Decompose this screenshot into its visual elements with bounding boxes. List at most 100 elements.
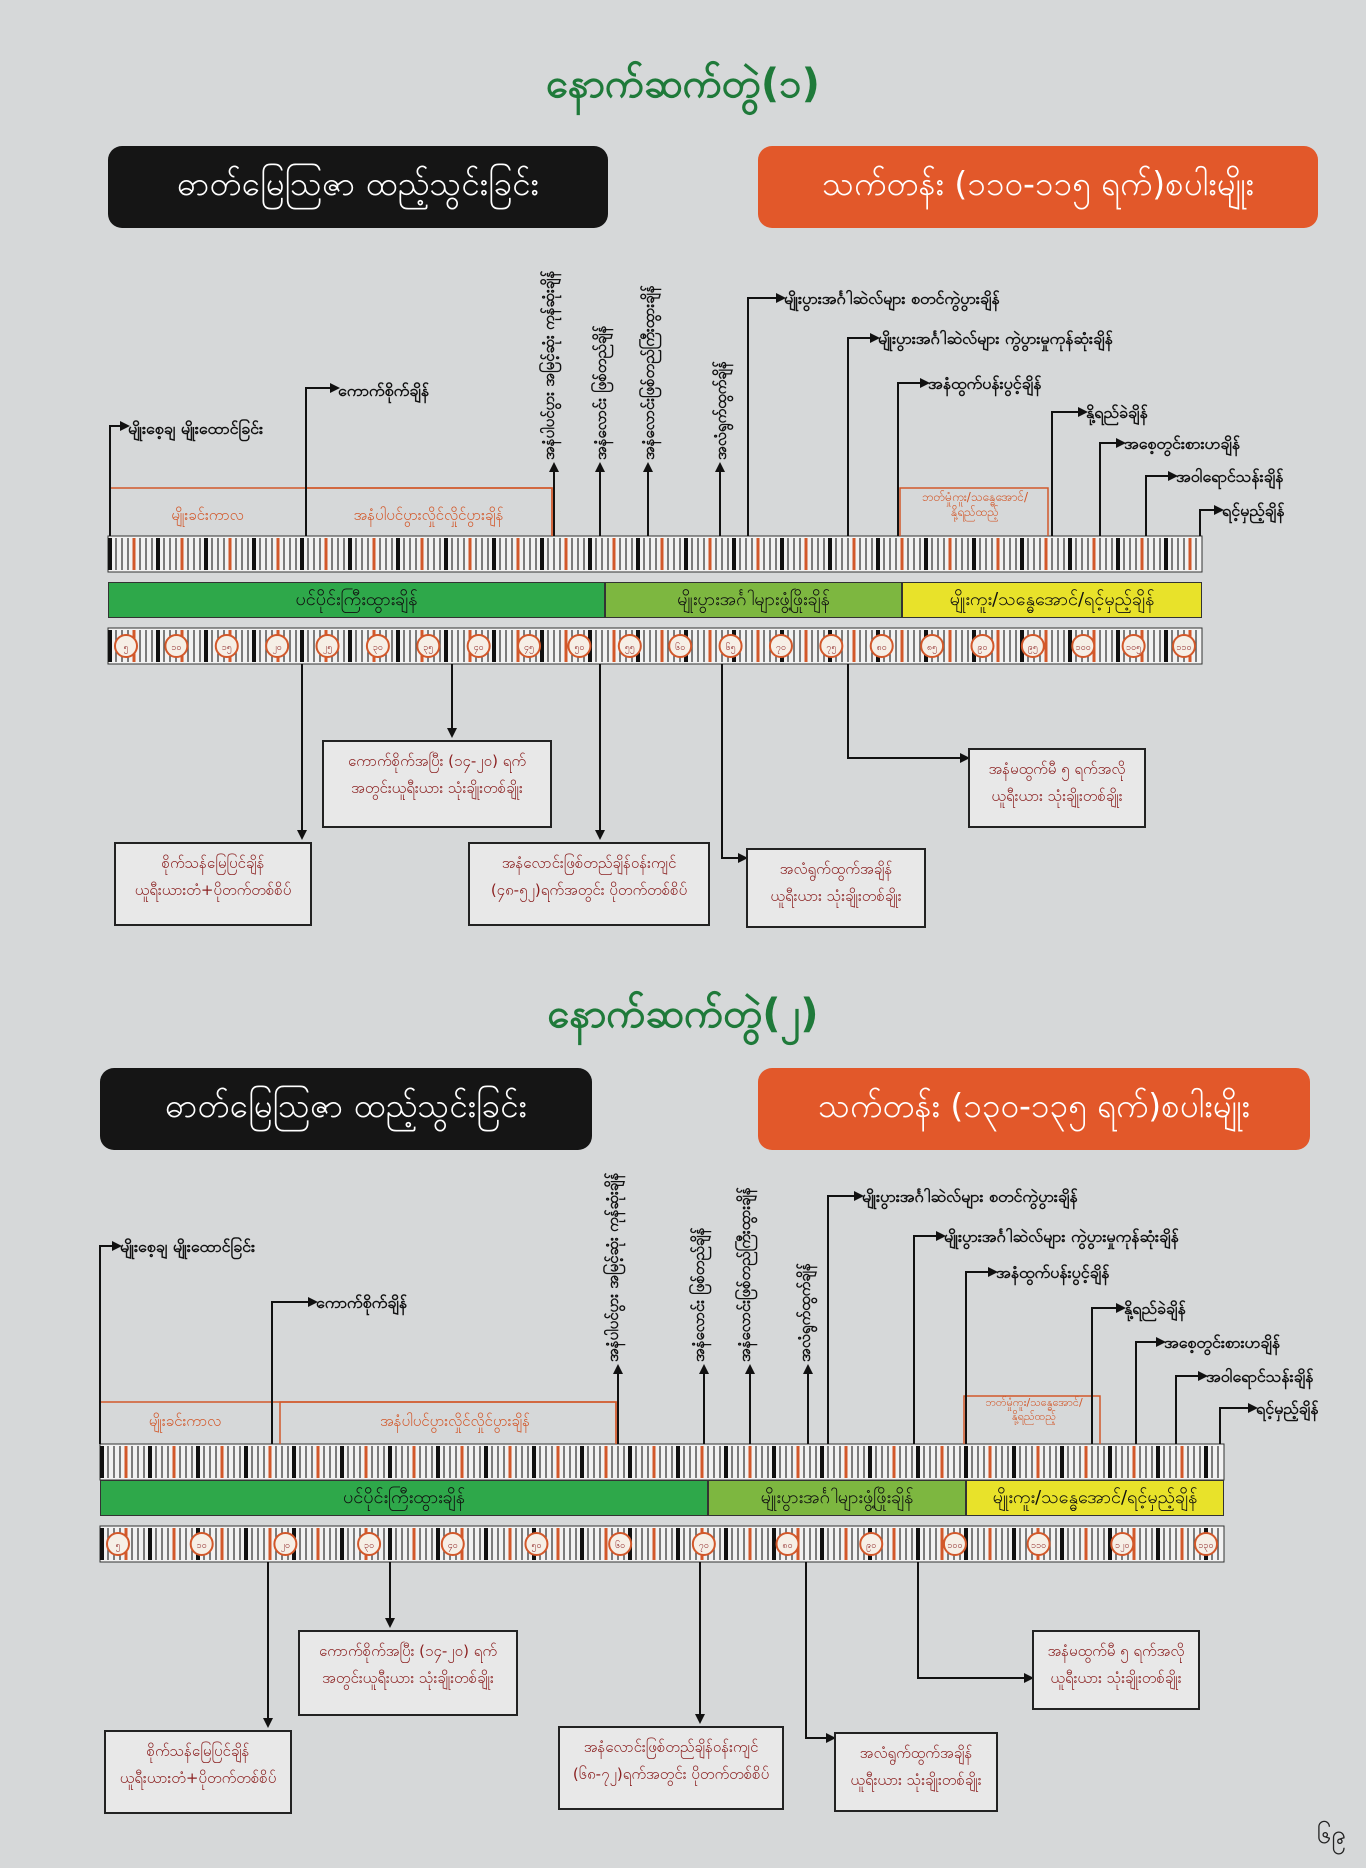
day-marker (524, 1532, 549, 1556)
phase-bracket (963, 1395, 1101, 1444)
top-label-sowing: မျိုးစေ့ချ မျိုးထောင်ခြင်း (128, 419, 264, 438)
day-label: ၄၅ (524, 643, 534, 654)
orange-label-pollination: ဘတ်မှုံကူး/သန္ဓေအောင်/ နို့ရည်ထည့် (985, 1396, 1083, 1423)
vertical-label-tiller-end: အနံပါပင်ပွား အမြင့်ဆုံး ကုန်ဆုံးချိန် (604, 1172, 622, 1362)
top-label-panicle-end: မျိုးပွားအင်္ဂါဆဲလ်များ ကွဲပွားမှုကုန်ဆု… (878, 329, 1113, 348)
top-label-dough: အစေ့တွင်းစားဟချိန် (1124, 434, 1240, 453)
fertilizer-arrow-head (595, 830, 605, 840)
day-marker (942, 1532, 967, 1556)
fertilizer-box-after-transplant: ကောက်စိုက်အပြီး (၁၄-၂၀) ရက် အတွင်းယူရီးယ… (298, 1630, 518, 1716)
event-arrow (965, 1271, 988, 1444)
top-label-milk: နို့ရည်ခဲချိန် (1086, 403, 1148, 422)
day-label: ၈၀ (782, 1541, 792, 1551)
day-marker (718, 634, 743, 658)
day-marker (517, 634, 542, 658)
top-label-yellow: အဝါရောင်သန်းချိန် (1176, 467, 1284, 486)
phase-ripening: မျိုးကူး/သန္ဓေအောင်/ရင့်မှည့်ချိန် (966, 1480, 1224, 1516)
day-marker (189, 1532, 214, 1556)
fertilizer-box-flag-leaf: အလံရွက်ထွက်အချိန် ယူရီးယား သုံးချိုးတစ်ခ… (746, 848, 926, 928)
fertilizer-arrow (721, 664, 738, 859)
fertilizer-banner: ဓာတ်မြေဩဇာ ထည့်သွင်းခြင်း (100, 1068, 592, 1150)
fertilizer-arrow-head (297, 830, 307, 840)
day-label: ၁၀၀ (1076, 643, 1091, 653)
fertilizer-box-after-transplant: ကောက်စိုက်အပြီး (၁၄-၂၀) ရက် အတွင်းယူရီးယ… (322, 740, 552, 828)
event-arrow-head (1248, 1403, 1258, 1413)
event-arrow (1099, 442, 1116, 536)
event-arrow-head (112, 1241, 122, 1251)
event-arrow-head (870, 333, 880, 343)
day-label: ၆၅ (726, 642, 736, 654)
event-arrow-head (1156, 1337, 1166, 1347)
day-label: ၇၀ (776, 643, 786, 654)
day-marker (775, 1532, 800, 1556)
timeline-graphic: ၅၁၀၂၀၃၀၄၀၅၀၆၀၇၀၈၀၉၀၁၀၀၁၁၀၁၂၀၁၃၀ (99, 1191, 1258, 1743)
day-label: ၁၀ (197, 1541, 207, 1551)
event-arrow-head (988, 1267, 998, 1277)
variety-banner: သက်တန်း (၁၁၀-၁၁၅ ရက်)စပါးမျိုး (758, 146, 1318, 228)
vertical-label-panicle-growth: အနံလောင်းဖြစ်တည်ကြီးထွားချိန် (736, 1187, 754, 1362)
day-label: ၁၂၀ (1115, 1541, 1130, 1552)
top-label-yellow: အဝါရောင်သန်းချိန် (1206, 1367, 1314, 1386)
event-arrow (1219, 1407, 1248, 1444)
event-arrow-head (1116, 438, 1126, 448)
day-label: ၅၅ (625, 643, 635, 654)
vertical-event-arrow-head (715, 462, 725, 472)
event-arrow (99, 1245, 112, 1444)
top-label-mature: ရင့်မှည့်ချိန် (1222, 501, 1285, 520)
top-label-panicle-start: မျိုးပွားအင်္ဂါဆဲလ်များ စတင်ကွဲပွားချိန် (862, 1187, 1078, 1206)
section-title: နောက်ဆက်တွဲ(၂) (547, 991, 819, 1037)
day-label: ၉၀ (977, 643, 987, 654)
event-arrow (1175, 1375, 1198, 1444)
vertical-event-arrow-head (745, 1364, 755, 1374)
day-label: ၁၃၀ (1198, 1541, 1213, 1552)
fertilizer-box-basal: စိုက်သန်မြေပြင်ချိန် ယူရီးယားတံ+ပိုတက်တစ… (114, 842, 312, 926)
event-arrow (913, 1235, 936, 1444)
day-marker (1110, 1532, 1135, 1556)
fertilizer-arrow-head (738, 853, 748, 863)
day-marker (440, 1532, 465, 1556)
vertical-event-arrow-head (643, 462, 653, 472)
fertilizer-arrow-head (447, 728, 457, 738)
day-marker (819, 634, 844, 658)
phase-reproductive: မျိုးပွားအင်္ဂါများဖွံ့ဖြိုးချိန် (708, 1480, 966, 1516)
vertical-label-panicle-init: အနံလောင်း ဖြစ်တည်ချိန် (690, 1227, 708, 1362)
fertilizer-box-flag-leaf: အလံရွက်ထွက်အချိန် ယူရီးယား သုံးချိုးတစ်ခ… (834, 1732, 998, 1812)
timeline-1: ၅၁၀၁၅၂၀၂၅၃၀၃၅၄၀၄၅၅၀၅၅၆၀၆၅၇၀၇၅၈၀၈၅၉၀၉၅၁၀၀… (0, 0, 1366, 930)
event-arrow-head (776, 293, 786, 303)
event-arrow (1145, 475, 1168, 536)
event-arrow-head (920, 378, 930, 388)
fertilizer-arrow-head (263, 1718, 273, 1728)
day-label: ၃၀ (364, 1541, 374, 1552)
event-arrow (747, 297, 776, 536)
top-label-panicle-end: မျိုးပွားအင်္ဂါဆဲလ်များ ကွဲပွားမှုကုန်ဆု… (944, 1227, 1179, 1246)
fertilizer-box-before-heading: အနံမထွက်မီ ၅ ရက်အလို ယူရီးယား သုံးချိုးတ… (1032, 1630, 1200, 1710)
day-label: ၇၅ (826, 643, 836, 654)
phase-ripening: မျိုးကူး/သန္ဓေအောင်/ရင့်မှည့်ချိန် (902, 582, 1202, 618)
day-marker (1020, 634, 1045, 658)
event-arrow-head (120, 421, 130, 431)
vertical-event-arrow-head (699, 1364, 709, 1374)
event-arrow (847, 337, 870, 536)
event-arrow-head (1116, 1303, 1126, 1313)
fertilizer-box-before-heading: အနံမထွက်မီ ၅ ရက်အလို ယူရီးယား သုံးချိုးတ… (968, 748, 1146, 828)
day-marker (859, 1532, 884, 1556)
day-label: ၅၀ (531, 1541, 541, 1552)
day-marker (416, 634, 441, 658)
day-label: ၄၀ (474, 643, 484, 654)
fertilizer-arrow-head (1024, 1673, 1034, 1683)
vertical-event-arrow-head (549, 462, 559, 472)
day-label: ၆၀ (675, 642, 685, 653)
day-marker (920, 634, 945, 658)
day-label: ၂၅ (323, 643, 332, 654)
vertical-event-arrow-head (803, 1364, 813, 1374)
day-marker (315, 634, 340, 658)
event-arrow (1199, 509, 1214, 536)
fertilizer-arrow-head (695, 1714, 705, 1724)
section-title: နောက်ဆက်တွဲ(၁) (546, 61, 820, 107)
orange-label-tillering: အနံပါပင်ပွားလှိုင်လှိုင်ပွားချိန် (380, 1412, 530, 1430)
day-marker (365, 634, 390, 658)
day-label: ၅၀ (574, 643, 584, 654)
fertilizer-arrow-head (826, 1733, 836, 1743)
vertical-event-arrow-head (595, 462, 605, 472)
vertical-label-tiller-end: အနံပါပင်ပွား အမြင့်ဆုံး ကုန်ဆုံးချိန် (540, 270, 558, 460)
